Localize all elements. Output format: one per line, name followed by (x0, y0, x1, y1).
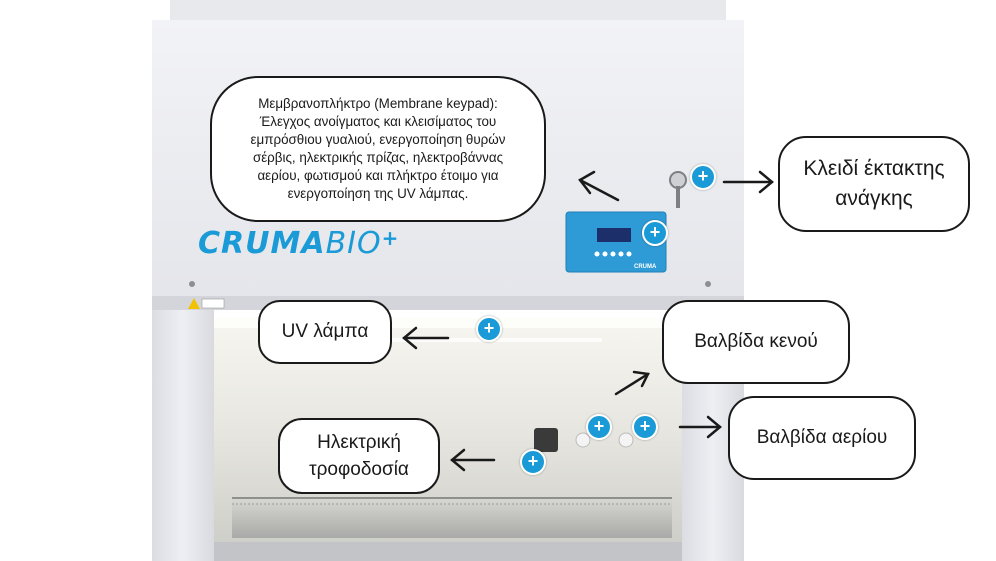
callout-emergency-key-line1: Κλειδί έκτακτης (803, 157, 945, 180)
control-display (597, 228, 631, 242)
arrow-head (578, 170, 596, 195)
info-label (201, 298, 225, 309)
hotspot-uv-lamp[interactable]: + (476, 316, 502, 342)
callout-gas-valve-text: Βαλβίδα αερίου (756, 427, 888, 448)
uv-light-bar (214, 318, 682, 328)
plus-icon: + (649, 222, 661, 242)
plus-icon: + (697, 166, 709, 186)
arrow-head (402, 326, 418, 350)
plus-icon: + (639, 416, 651, 436)
hotspot-emergency-key[interactable]: + (690, 164, 716, 190)
callout-vacuum-valve: Βαλβίδα κενού (662, 300, 850, 384)
plus-icon: + (527, 451, 539, 471)
hotspot-gas-valve[interactable]: + (632, 414, 658, 440)
hotspot-vacuum-valve[interactable]: + (586, 414, 612, 440)
gas-valve-knob (618, 432, 634, 448)
panel-brand-label: CRUMA (634, 264, 657, 270)
panel-button (626, 251, 632, 257)
cabinet-base (214, 542, 682, 561)
callout-keypad-text: Μεμβρανοπλήκτρο (Membrane keypad): Έλεγχ… (250, 96, 506, 201)
arrow-keypad (578, 178, 620, 202)
callout-keypad: Μεμβρανοπλήκτρο (Membrane keypad): Έλεγχ… (210, 76, 546, 222)
brand-name-part2: BIO (325, 226, 382, 261)
screw (705, 281, 711, 287)
warning-label (188, 298, 200, 309)
brand-name-part1: CRUMA (198, 226, 326, 261)
screw (189, 281, 195, 287)
vacuum-valve-knob (575, 432, 591, 448)
callout-emergency-key: Κλειδί έκτακτης ανάγκης (778, 136, 970, 232)
callout-power: Ηλεκτρική τροφοδοσία (278, 418, 440, 494)
arrow-head (706, 415, 722, 439)
panel-button (594, 251, 600, 257)
arrow-head (632, 370, 650, 388)
panel-button (610, 251, 616, 257)
brand-logo: CRUMABIO+ (198, 226, 399, 261)
callout-power-line2: τροφοδοσία (309, 459, 409, 480)
callout-vacuum-valve-text: Βαλβίδα κενού (694, 331, 818, 352)
callout-gas-valve: Βαλβίδα αερίου (728, 396, 916, 480)
arrow-head (450, 448, 466, 472)
hotspot-control-panel[interactable]: + (642, 220, 668, 246)
callout-emergency-key-line2: ανάγκης (835, 187, 913, 210)
callout-uv-lamp-text: UV λάμπα (281, 321, 369, 342)
plus-icon: + (483, 318, 495, 338)
panel-button (602, 251, 608, 257)
arrow-vacuum-valve (614, 372, 650, 396)
key (676, 186, 680, 208)
power-socket (534, 428, 558, 452)
callout-power-line1: Ηλεκτρική (317, 432, 401, 453)
brand-plus: + (381, 226, 400, 250)
plus-icon: + (593, 416, 605, 436)
arrow-head (758, 170, 774, 194)
callout-uv-lamp: UV λάμπα (258, 300, 392, 364)
cabinet-left-column (152, 310, 214, 561)
work-surface (232, 498, 672, 538)
panel-button (618, 251, 624, 257)
hotspot-power[interactable]: + (520, 449, 546, 475)
